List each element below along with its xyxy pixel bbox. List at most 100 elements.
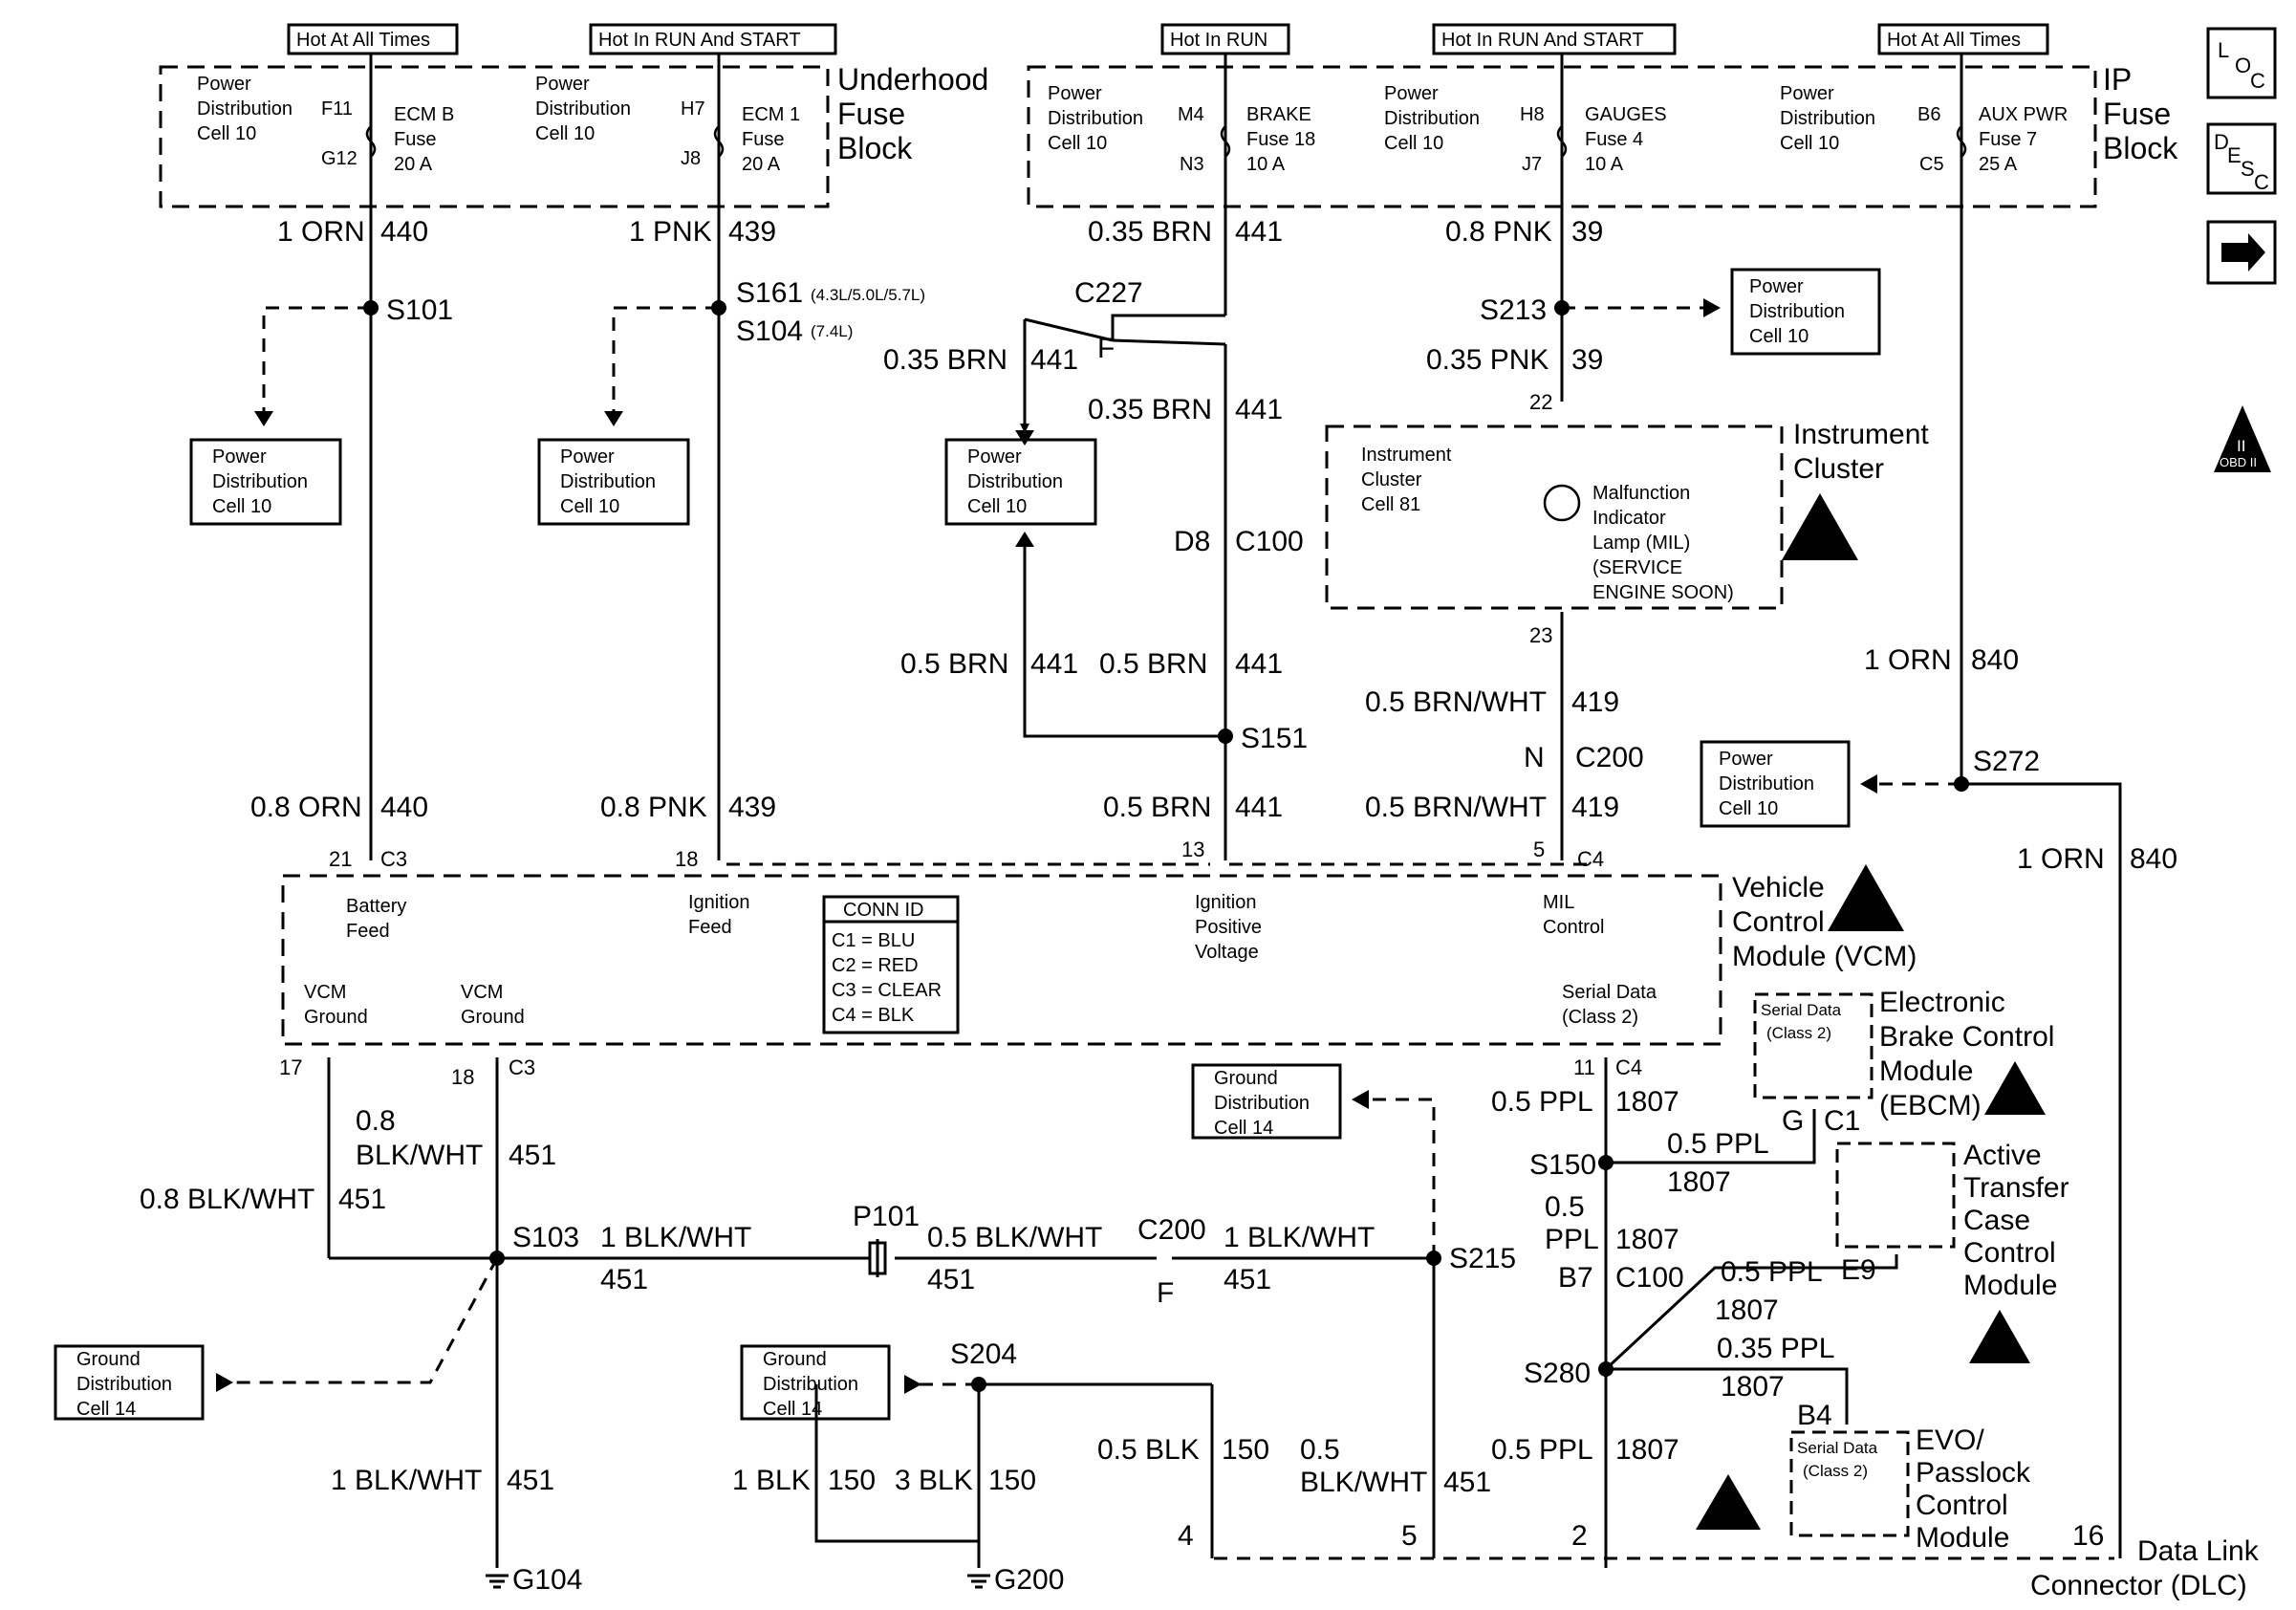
diagram-label: Feed	[688, 917, 732, 938]
diagram-label: S161	[736, 277, 803, 309]
diagram-label: Module	[1879, 1055, 1973, 1087]
diagram-label: 0.35 PNK	[1426, 344, 1549, 376]
loc-icon[interactable]	[2206, 27, 2277, 99]
diagram-label: 0.35 BRN	[883, 344, 1007, 376]
diagram-label: Power	[197, 74, 251, 95]
diagram-label: C1 = BLU	[832, 930, 915, 951]
diagram-label: 1807	[1615, 1224, 1679, 1255]
diagram-label: 451	[509, 1140, 556, 1171]
diagram-label: S213	[1480, 294, 1547, 326]
diagram-label: Voltage	[1195, 942, 1259, 963]
diagram-label: L	[2218, 38, 2229, 62]
diagram-label: 441	[1235, 792, 1283, 823]
diagram-label: Lamp (MIL)	[1592, 533, 1690, 554]
underhood-fuse-block	[159, 65, 830, 208]
diagram-label: Block	[2103, 131, 2178, 165]
diagram-label: 0.5 PPL	[1491, 1434, 1593, 1466]
diagram-label: 22	[1529, 390, 1552, 414]
hot-label: Hot At All Times	[1887, 30, 2021, 51]
diagram-label: Data Link	[2137, 1535, 2260, 1567]
hot-label-box-4	[1432, 23, 1677, 55]
hot-label: Hot At All Times	[296, 30, 430, 51]
diagram-label: G104	[512, 1564, 582, 1596]
diagram-label: 0.5 BRN	[900, 648, 1008, 680]
diagram-label: Ground	[76, 1349, 141, 1370]
diagram-label: (SERVICE	[1592, 557, 1682, 578]
diagram-label: O	[2235, 54, 2251, 77]
diagram-label: S	[2241, 157, 2255, 181]
diagram-label: 0.35 PPL	[1717, 1333, 1834, 1364]
diagram-label: CONN ID	[843, 900, 923, 921]
diagram-label: C	[2250, 69, 2265, 93]
diagram-label: 1 ORN	[277, 216, 365, 248]
diagram-label: 5	[1533, 838, 1545, 861]
diagram-label: S215	[1449, 1243, 1516, 1274]
next-arrow-icon[interactable]	[2206, 220, 2277, 285]
diagram-label: Module	[1963, 1270, 2057, 1301]
diagram-label: VCM	[304, 982, 346, 1003]
diagram-label: Passlock	[1916, 1457, 2031, 1489]
diagram-label: Positive	[1195, 917, 1262, 938]
diagram-label: Brake Control	[1879, 1021, 2054, 1053]
diagram-label: 0.5 BRN	[1099, 648, 1207, 680]
diagram-label: Distribution	[76, 1374, 172, 1395]
diagram-label: 0.8 PNK	[600, 792, 707, 823]
diagram-label: 23	[1529, 623, 1552, 647]
diagram-label: 13	[1181, 838, 1204, 861]
diagram-label: Fuse	[837, 97, 905, 131]
diagram-label: C2 = RED	[832, 955, 919, 976]
diagram-label: Cell 14	[763, 1399, 822, 1420]
diagram-label: AUX PWR	[1979, 104, 2068, 125]
atcm-box	[1835, 1142, 1956, 1249]
diagram-label: 1807	[1667, 1166, 1731, 1198]
diagram-label: Cell 10	[1048, 133, 1107, 154]
diagram-label: BRAKE	[1246, 104, 1311, 125]
diagram-label: Cell 10	[197, 123, 256, 144]
diagram-label: 1 BLK/WHT	[1224, 1222, 1375, 1253]
hot-label-box-1	[287, 23, 459, 55]
diagram-label: MIL	[1543, 892, 1574, 913]
diagram-label: Ground	[461, 1007, 525, 1028]
diagram-label: S272	[1973, 746, 2040, 777]
diagram-label: 39	[1571, 216, 1603, 248]
desc-icon[interactable]	[2206, 122, 2277, 195]
diagram-label: Power	[1048, 83, 1102, 104]
diagram-label: Cell 10	[1719, 798, 1778, 819]
diagram-label: 451	[927, 1264, 975, 1295]
diagram-label: 1807	[1721, 1371, 1785, 1403]
diagram-label: 17	[279, 1055, 302, 1079]
diagram-label: 39	[1571, 344, 1603, 376]
diagram-label: 441	[1235, 394, 1283, 425]
diagram-label: E9	[1841, 1254, 1876, 1286]
diagram-label: 20 A	[394, 154, 433, 175]
diagram-label: Cell 10	[1384, 133, 1443, 154]
diagram-label: (7.4L)	[811, 322, 853, 340]
diagram-label: (EBCM)	[1879, 1090, 1982, 1121]
arrow-right-icon	[2221, 233, 2265, 272]
diagram-label: 20 A	[742, 154, 781, 175]
diagram-label: S101	[386, 294, 453, 326]
diagram-label: 440	[380, 216, 428, 248]
diagram-label: 840	[2130, 843, 2177, 875]
hot-label: Hot In RUN And START	[598, 30, 801, 51]
diagram-label: Cluster	[1361, 469, 1422, 490]
diagram-label: C100	[1615, 1262, 1684, 1294]
diagram-label: G200	[994, 1564, 1064, 1596]
diagram-label: 441	[1235, 216, 1283, 248]
diagram-label: 2	[1571, 1520, 1588, 1552]
diagram-label: Power	[535, 74, 590, 95]
diagram-label: Power	[1719, 749, 1773, 770]
diagram-label: C3	[509, 1055, 535, 1079]
diagram-label: Power	[1384, 83, 1439, 104]
diagram-label: Vehicle	[1732, 872, 1825, 903]
diagram-label: C200	[1575, 742, 1644, 773]
diagram-label: Ground	[1214, 1068, 1278, 1089]
diagram-label: 0.8 BLK/WHT	[140, 1184, 314, 1215]
diagram-label: 441	[1030, 648, 1078, 680]
diagram-label: P101	[853, 1201, 920, 1232]
diagram-label: J8	[681, 148, 701, 169]
diagram-label: Distribution	[967, 471, 1063, 492]
diagram-label: G12	[321, 148, 357, 169]
diagram-label: Distribution	[560, 471, 656, 492]
diagram-label: F	[1097, 333, 1115, 364]
